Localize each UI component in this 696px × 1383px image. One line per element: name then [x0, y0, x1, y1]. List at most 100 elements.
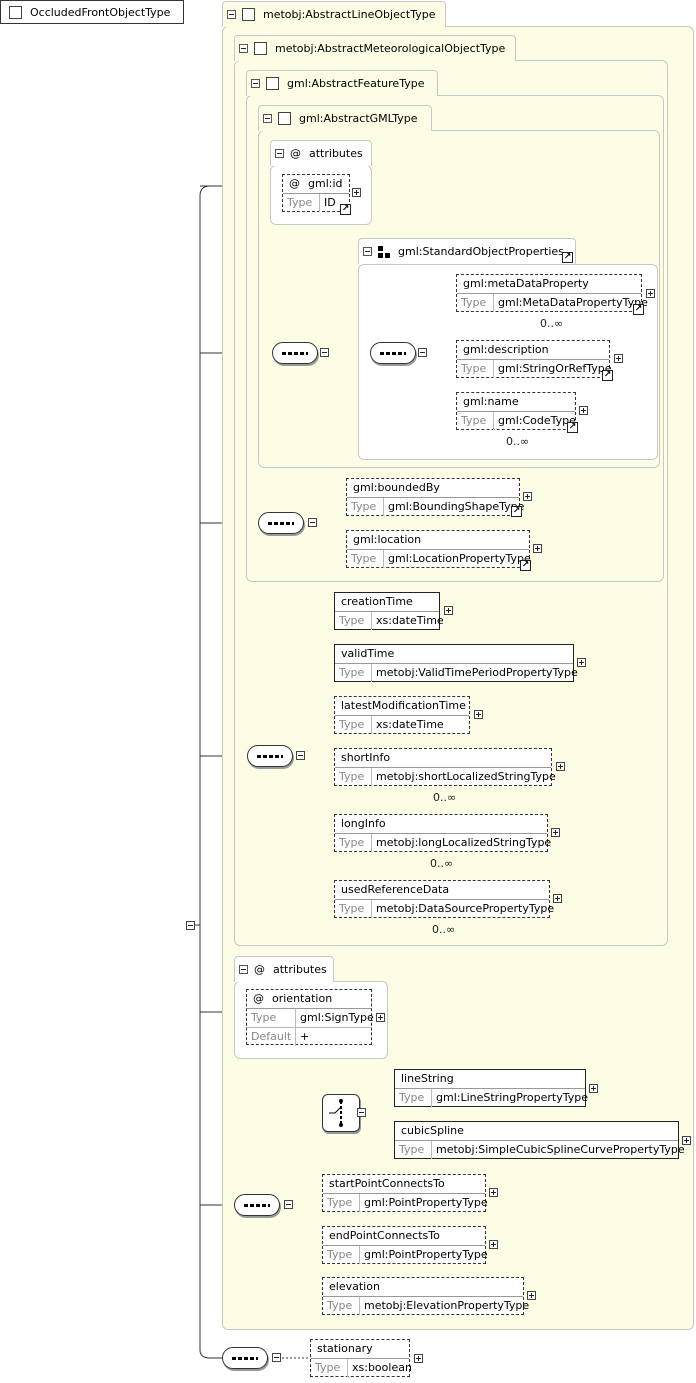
- expand-icon[interactable]: [682, 1136, 691, 1145]
- expand-icon[interactable]: [553, 894, 562, 903]
- collapse-icon[interactable]: [186, 921, 195, 930]
- element-type: gml:MetaDataPropertyType: [498, 296, 648, 309]
- type-key: Type: [335, 768, 372, 786]
- collapse-icon[interactable]: [272, 1353, 281, 1362]
- collapse-icon[interactable]: [363, 247, 372, 256]
- expand-icon[interactable]: [352, 188, 361, 197]
- expand-icon[interactable]: [556, 762, 565, 771]
- choice-compositor[interactable]: [322, 1094, 360, 1132]
- sequence-compositor[interactable]: [272, 342, 318, 364]
- goto-group-icon[interactable]: ↗: [562, 252, 573, 263]
- std-props-tab[interactable]: gml:StandardObjectProperties: [358, 238, 576, 264]
- element-name: creationTime: [335, 593, 439, 612]
- cardinality: 0..∞: [430, 857, 454, 870]
- expand-icon[interactable]: [527, 1291, 536, 1300]
- expand-icon[interactable]: [579, 406, 588, 415]
- attributes-label: attributes: [273, 963, 327, 976]
- type-key: Type: [335, 664, 372, 682]
- collapse-icon[interactable]: [296, 751, 305, 760]
- sequence-compositor[interactable]: [370, 342, 416, 364]
- collapse-icon[interactable]: [239, 44, 248, 53]
- element-creationtime[interactable]: creationTime Type xs:dateTime: [334, 592, 444, 630]
- collapse-icon[interactable]: [239, 965, 248, 974]
- expand-icon[interactable]: [614, 354, 623, 363]
- expand-icon[interactable]: [523, 492, 532, 501]
- goto-type-icon[interactable]: ↗: [633, 304, 644, 315]
- sequence-compositor[interactable]: [247, 745, 293, 767]
- expand-icon[interactable]: [414, 1354, 423, 1363]
- tab-meteorological-object-type[interactable]: metobj:AbstractMeteorologicalObjectType: [234, 35, 516, 61]
- goto-type-icon[interactable]: ↗: [602, 370, 613, 381]
- element-type: gml:SignType: [300, 1011, 374, 1024]
- type-checkbox-icon: [278, 112, 291, 125]
- collapse-icon[interactable]: [357, 1108, 366, 1117]
- type-checkbox-icon: [254, 42, 267, 55]
- tab-feature-type[interactable]: gml:AbstractFeatureType: [246, 70, 438, 96]
- attributes-label: attributes: [309, 147, 363, 160]
- collapse-icon[interactable]: [320, 348, 329, 357]
- expand-icon[interactable]: [589, 1084, 598, 1093]
- expand-icon[interactable]: [489, 1188, 498, 1197]
- type-key: Type: [335, 612, 372, 630]
- expand-icon[interactable]: [577, 658, 586, 667]
- element-type: xs:dateTime: [376, 718, 444, 731]
- element-elevation[interactable]: elevation Type metobj:ElevationPropertyTy…: [322, 1277, 529, 1315]
- expand-icon[interactable]: [533, 544, 542, 553]
- expand-icon[interactable]: [474, 710, 483, 719]
- type-key: Type: [323, 1297, 360, 1315]
- element-type: gml:StringOrRefType: [498, 362, 612, 375]
- sequence-compositor[interactable]: [234, 1194, 280, 1216]
- element-type: xs:dateTime: [376, 614, 444, 627]
- attribute-icon: @: [253, 992, 264, 1005]
- expand-icon[interactable]: [376, 1013, 385, 1022]
- tab-line-object-type[interactable]: metobj:AbstractLineObjectType: [222, 1, 446, 27]
- goto-type-icon[interactable]: ↗: [511, 506, 522, 517]
- collapse-icon[interactable]: [418, 348, 427, 357]
- attribute-icon: @: [290, 147, 301, 160]
- sequence-compositor[interactable]: [258, 512, 304, 534]
- collapse-icon[interactable]: [284, 1200, 293, 1209]
- type-key: Type: [335, 716, 372, 734]
- goto-type-icon[interactable]: ↗: [340, 204, 351, 215]
- expand-icon[interactable]: [489, 1240, 498, 1249]
- collapse-icon[interactable]: [263, 114, 272, 123]
- sequence-compositor[interactable]: [222, 1347, 268, 1369]
- goto-type-icon[interactable]: ↗: [520, 560, 531, 571]
- expand-icon[interactable]: [646, 289, 655, 298]
- tab-gml-type[interactable]: gml:AbstractGMLType: [258, 105, 432, 131]
- attributes-tab[interactable]: @ attributes: [270, 140, 372, 166]
- element-type: gml:LocationPropertyType: [388, 552, 531, 565]
- element-type: metobj:ElevationPropertyType: [364, 1299, 530, 1312]
- expand-icon[interactable]: [551, 828, 560, 837]
- root-type-box[interactable]: OccludedFrontObjectType: [0, 0, 184, 24]
- type-key: Type: [247, 1009, 296, 1027]
- expand-icon[interactable]: [444, 606, 453, 615]
- element-name: gml:location: [347, 531, 529, 550]
- collapse-icon[interactable]: [308, 518, 317, 527]
- collapse-icon[interactable]: [251, 79, 260, 88]
- collapse-icon[interactable]: [227, 10, 236, 19]
- attributes-tab-orientation[interactable]: @ attributes: [234, 956, 334, 982]
- goto-type-icon[interactable]: ↗: [567, 422, 578, 433]
- element-name: endPointConnectsTo: [323, 1227, 485, 1246]
- element-name: elevation: [323, 1278, 523, 1297]
- collapse-icon[interactable]: [275, 149, 284, 158]
- group-icon: [378, 245, 390, 258]
